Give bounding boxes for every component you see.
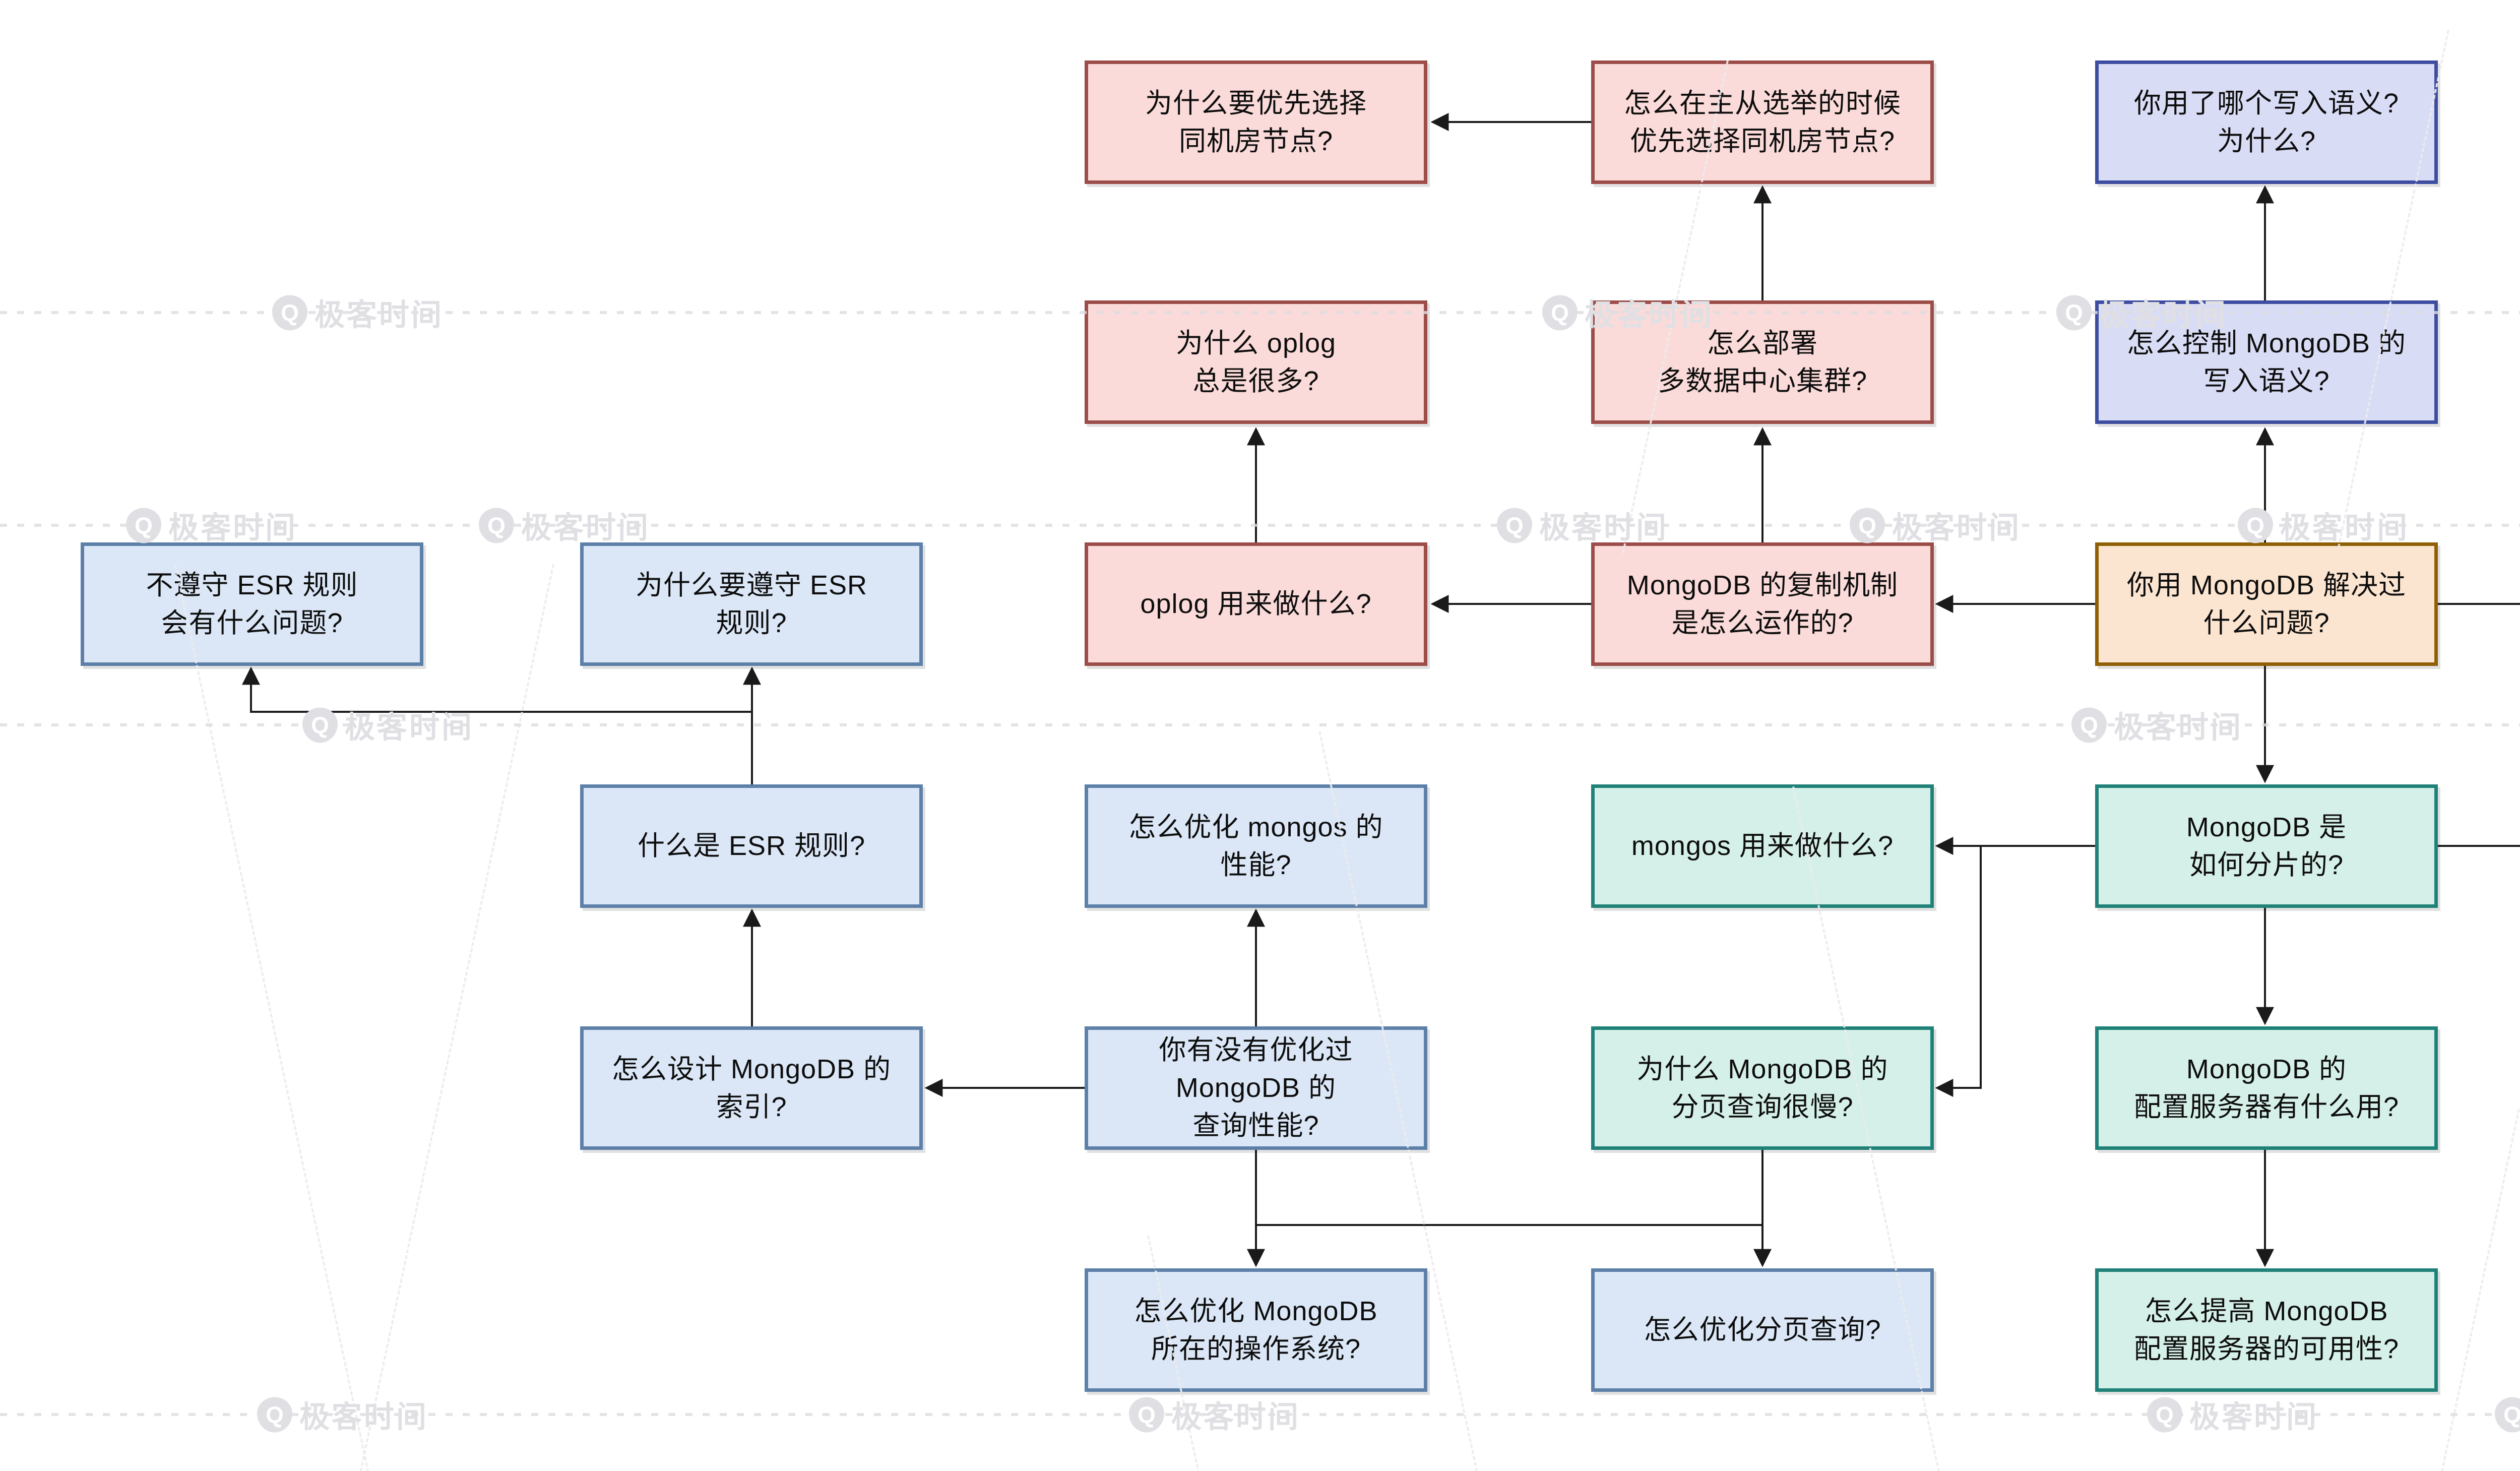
- node-label: 怎么优化分页查询?: [1644, 1315, 1881, 1345]
- node-label: MongoDB 的 配置服务器有什么用?: [2133, 1054, 2400, 1122]
- node-index-design: 怎么设计 MongoDB 的 索引?: [580, 1026, 923, 1150]
- node-replication-mechanism: MongoDB 的复制机制 是怎么运作的?: [1591, 542, 1934, 666]
- node-label: 为什么要遵守 ESR 规则?: [635, 570, 868, 638]
- node-what-is-esr: 什么是 ESR 规则?: [580, 784, 923, 908]
- node-election-prefer-same-dc: 怎么在主从选举的时候 优先选择同机房节点?: [1591, 60, 1934, 184]
- node-optimize-pagination: 怎么优化分页查询?: [1591, 1268, 1934, 1392]
- node-label: 怎么设计 MongoDB 的 索引?: [611, 1054, 892, 1122]
- node-label: 怎么优化 MongoDB 所在的操作系统?: [1134, 1296, 1378, 1364]
- node-label: 你用了哪个写入语义? 为什么?: [2133, 88, 2400, 156]
- node-label: 怎么提高 MongoDB 配置服务器的可用性?: [2133, 1296, 2400, 1364]
- node-label: oplog 用来做什么?: [1140, 589, 1372, 619]
- node-config-server-purpose: MongoDB 的 配置服务器有什么用?: [2095, 1026, 2438, 1150]
- node-why-oplog-large: 为什么 oplog 总是很多?: [1085, 300, 1427, 424]
- node-why-follow-esr: 为什么要遵守 ESR 规则?: [580, 542, 923, 666]
- node-label: 你用 MongoDB 解决过 什么问题?: [2126, 570, 2407, 638]
- node-label: 为什么要优先选择 同机房节点?: [1145, 88, 1367, 156]
- node-label: 为什么 oplog 总是很多?: [1175, 328, 1337, 396]
- node-optimize-os: 怎么优化 MongoDB 所在的操作系统?: [1085, 1268, 1427, 1392]
- node-label: MongoDB 是 如何分片的?: [2186, 812, 2347, 880]
- node-mongos-purpose: mongos 用来做什么?: [1591, 784, 1934, 908]
- node-why-prefer-same-dc: 为什么要优先选择 同机房节点?: [1085, 60, 1427, 184]
- node-root-problems-solved: 你用 MongoDB 解决过 什么问题?: [2095, 542, 2438, 666]
- node-which-write-concern: 你用了哪个写入语义? 为什么?: [2095, 60, 2438, 184]
- node-optimize-mongos: 怎么优化 mongos 的 性能?: [1085, 784, 1427, 908]
- node-multi-dc-deploy: 怎么部署 多数据中心集群?: [1591, 300, 1934, 424]
- node-oplog-purpose: oplog 用来做什么?: [1085, 542, 1427, 666]
- node-label: 怎么部署 多数据中心集群?: [1657, 328, 1868, 396]
- node-label: 怎么控制 MongoDB 的 写入语义?: [2126, 328, 2407, 396]
- node-query-optimization-experience: 你有没有优化过 MongoDB 的 查询性能?: [1085, 1026, 1427, 1150]
- node-how-sharding: MongoDB 是 如何分片的?: [2095, 784, 2438, 908]
- node-label: 什么是 ESR 规则?: [637, 831, 866, 861]
- node-label: MongoDB 的复制机制 是怎么运作的?: [1626, 570, 1899, 638]
- node-label: 怎么优化 mongos 的 性能?: [1128, 812, 1383, 880]
- node-label: 怎么在主从选举的时候 优先选择同机房节点?: [1624, 88, 1901, 156]
- node-label: 不遵守 ESR 规则 会有什么问题?: [146, 570, 358, 638]
- node-control-write-concern: 怎么控制 MongoDB 的 写入语义?: [2095, 300, 2438, 424]
- node-why-pagination-slow: 为什么 MongoDB 的 分页查询很慢?: [1591, 1026, 1934, 1150]
- node-label: 你有没有优化过 MongoDB 的 查询性能?: [1159, 1035, 1353, 1141]
- node-violate-esr-problems: 不遵守 ESR 规则 会有什么问题?: [81, 542, 423, 666]
- node-label: mongos 用来做什么?: [1631, 831, 1894, 861]
- node-config-server-availability: 怎么提高 MongoDB 配置服务器的可用性?: [2095, 1268, 2438, 1392]
- node-label: 为什么 MongoDB 的 分页查询很慢?: [1636, 1054, 1888, 1122]
